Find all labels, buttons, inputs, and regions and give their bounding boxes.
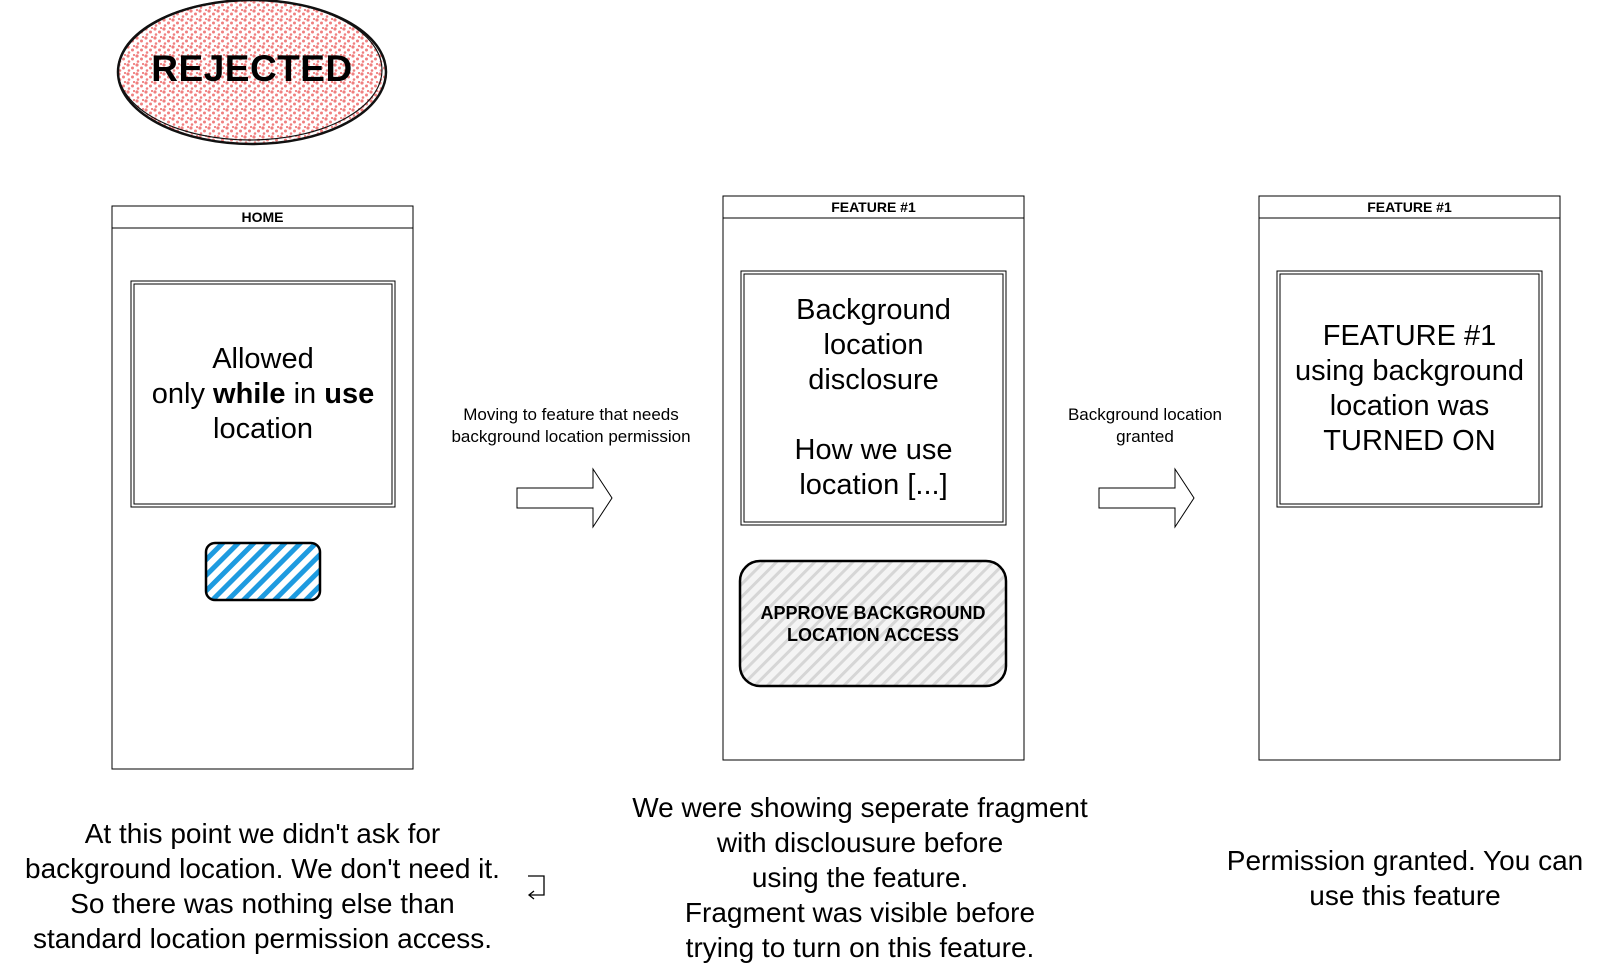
arrow-label-line: background location permission — [451, 427, 691, 446]
note-line: with disclousure before — [716, 827, 1004, 858]
feature-on-panel: FEATURE #1 using background location was… — [1280, 274, 1539, 504]
panel-text-bold: while — [213, 377, 286, 410]
panel-line: Allowed — [212, 342, 314, 375]
panel-text-fragment: only — [151, 377, 214, 410]
panel-spacer — [795, 398, 953, 433]
note-line: standard location permission access. — [32, 923, 493, 954]
rejected-stamp-label: REJECTED — [151, 48, 353, 89]
screen-title-home: HOME — [241, 209, 284, 225]
note-line: use this feature — [1309, 880, 1501, 911]
arrow-right-icon — [1098, 467, 1195, 529]
location-button-hatched[interactable] — [204, 541, 322, 602]
panel-line: location [...] — [799, 469, 948, 501]
arrow-label-line: granted — [1116, 427, 1174, 446]
button-label-line: LOCATION ACCESS — [786, 624, 959, 645]
note-line: using the feature. — [751, 862, 969, 893]
arrow-label-line: Moving to feature that needs — [463, 405, 679, 424]
note-granted: Permission granted. You can use this fea… — [1210, 843, 1600, 913]
screen-title-feature-1-on: FEATURE #1 — [1367, 199, 1452, 215]
panel-line: disclosure — [808, 364, 939, 396]
panel-line: TURNED ON — [1323, 425, 1496, 457]
arrow-label-2: Background location granted — [1045, 404, 1245, 448]
panel-line: only while in use — [152, 377, 374, 412]
note-disclosure: We were showing seperate fragment with d… — [605, 790, 1115, 965]
return-arrow-icon — [527, 875, 545, 900]
approve-button-shape[interactable] — [738, 559, 1008, 688]
approve-background-location-button[interactable]: APPROVE BACKGROUND LOCATION ACCESS — [740, 561, 1006, 686]
button-label-line: APPROVE BACKGROUND — [760, 602, 986, 623]
note-line: We were showing seperate fragment — [632, 792, 1088, 823]
rejected-stamp — [116, 0, 388, 146]
panel-line: location was — [1329, 390, 1490, 422]
panel-line: using background — [1295, 355, 1524, 387]
panel-line: How we use — [794, 434, 953, 466]
note-home: At this point we didn't ask for backgrou… — [0, 816, 525, 956]
panel-text-bold: use — [324, 377, 375, 410]
panel-line: Background — [796, 294, 951, 326]
note-line: So there was nothing else than — [70, 888, 455, 919]
arrow-right-icon — [516, 467, 613, 529]
note-line: trying to turn on this feature. — [685, 932, 1035, 963]
panel-line: FEATURE #1 — [1322, 320, 1497, 352]
panel-line: location — [823, 329, 924, 361]
arrow-label-1: Moving to feature that needs background … — [431, 404, 711, 448]
arrow-label-line: Background location — [1067, 405, 1223, 424]
disclosure-panel: Background location disclosure How we us… — [744, 274, 1003, 522]
note-line: At this point we didn't ask for — [84, 818, 441, 849]
note-line: Permission granted. You can — [1226, 845, 1584, 876]
screen-feature-on — [1258, 195, 1561, 761]
panel-line: location — [213, 412, 313, 445]
screen-home — [111, 205, 414, 770]
panel-text-fragment: in — [285, 377, 325, 410]
note-line: Fragment was visible before — [684, 897, 1036, 928]
home-location-panel: Allowed only while in use location — [134, 284, 392, 504]
screen-title-feature-1: FEATURE #1 — [831, 199, 916, 215]
note-line: background location. We don't need it. — [25, 853, 500, 884]
